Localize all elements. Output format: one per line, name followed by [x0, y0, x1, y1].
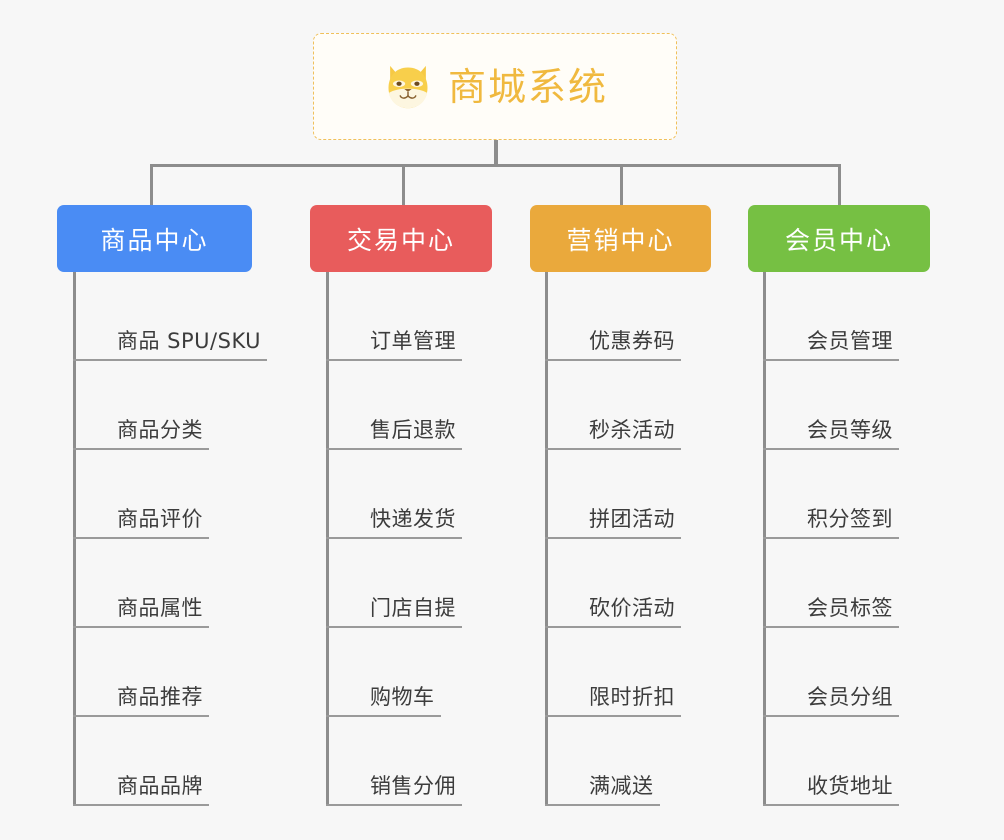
list-item[interactable]: 积分签到 [763, 450, 899, 539]
list-item-label: 会员分组 [807, 684, 893, 709]
list-item[interactable]: 砍价活动 [545, 539, 681, 628]
list-item-label: 门店自提 [370, 595, 456, 620]
list-item[interactable]: 会员分组 [763, 628, 899, 717]
list-item[interactable]: 商品品牌 [73, 717, 209, 806]
branch-spine-0 [73, 272, 76, 806]
list-item[interactable]: 拼团活动 [545, 450, 681, 539]
list-item[interactable]: 门店自提 [326, 539, 462, 628]
branch-box-3[interactable]: 会员中心 [748, 205, 930, 272]
list-item-underline: 商品属性 [73, 595, 209, 628]
list-item[interactable]: 满减送 [545, 717, 660, 806]
list-item-underline: 会员等级 [763, 417, 899, 450]
branch-spine-1 [326, 272, 329, 806]
list-item-label: 商品评价 [117, 506, 203, 531]
list-item[interactable]: 商品推荐 [73, 628, 209, 717]
list-item-underline: 砍价活动 [545, 595, 681, 628]
list-item-label: 秒杀活动 [589, 417, 675, 442]
branch-spine-3 [763, 272, 766, 806]
connector-branch-drop-1 [150, 164, 153, 205]
list-item-label: 会员等级 [807, 417, 893, 442]
list-item[interactable]: 限时折扣 [545, 628, 681, 717]
list-item-underline: 满减送 [545, 773, 660, 806]
list-item-label: 会员标签 [807, 595, 893, 620]
list-item[interactable]: 销售分佣 [326, 717, 462, 806]
list-item-label: 限时折扣 [589, 684, 675, 709]
list-item-underline: 积分签到 [763, 506, 899, 539]
list-item-label: 售后退款 [370, 417, 456, 442]
list-item[interactable]: 订单管理 [326, 272, 462, 361]
connector-horizontal-bus [150, 164, 840, 167]
list-item-underline: 商品分类 [73, 417, 209, 450]
list-item-underline: 拼团活动 [545, 506, 681, 539]
branch-box-label-2: 营销中心 [566, 225, 675, 255]
connector-root-trunk [494, 140, 498, 167]
list-item-underline: 商品 SPU/SKU [73, 328, 268, 361]
list-item-label: 销售分佣 [370, 773, 456, 798]
list-item-label: 优惠券码 [589, 328, 675, 353]
branch-box-0[interactable]: 商品中心 [57, 205, 252, 272]
list-item-underline: 会员分组 [763, 684, 899, 717]
list-item[interactable]: 收货地址 [763, 717, 899, 806]
branch-box-label-1: 交易中心 [346, 225, 455, 255]
connector-branch-drop-3 [620, 164, 623, 205]
list-item-underline: 商品评价 [73, 506, 209, 539]
list-item-underline: 快递发货 [326, 506, 462, 539]
list-item[interactable]: 售后退款 [326, 361, 462, 450]
list-item[interactable]: 快递发货 [326, 450, 462, 539]
list-item[interactable]: 会员管理 [763, 272, 899, 361]
list-item[interactable]: 优惠券码 [545, 272, 681, 361]
list-item-underline: 收货地址 [763, 773, 899, 806]
list-item-underline: 会员管理 [763, 328, 899, 361]
branch-box-label-0: 商品中心 [100, 225, 209, 255]
shiba-dog-icon [382, 61, 434, 113]
list-item-underline: 秒杀活动 [545, 417, 681, 450]
list-item-underline: 优惠券码 [545, 328, 681, 361]
list-item-underline: 购物车 [326, 684, 441, 717]
root-node[interactable]: 商城系统 [313, 33, 677, 140]
list-item[interactable]: 会员标签 [763, 539, 899, 628]
connector-branch-drop-2 [402, 164, 405, 205]
list-item[interactable]: 商品 SPU/SKU [73, 272, 268, 361]
connector-branch-drop-4 [838, 164, 841, 205]
list-item-underline: 门店自提 [326, 595, 462, 628]
list-item-underline: 会员标签 [763, 595, 899, 628]
branch-spine-2 [545, 272, 548, 806]
list-item-underline: 商品推荐 [73, 684, 209, 717]
list-item[interactable]: 商品分类 [73, 361, 209, 450]
branch-box-2[interactable]: 营销中心 [530, 205, 711, 272]
list-item-label: 会员管理 [807, 328, 893, 353]
list-item-label: 商品属性 [117, 595, 203, 620]
list-item-underline: 订单管理 [326, 328, 462, 361]
list-item[interactable]: 商品属性 [73, 539, 209, 628]
list-item-label: 商品品牌 [117, 773, 203, 798]
list-item-underline: 销售分佣 [326, 773, 462, 806]
list-item-label: 商品推荐 [117, 684, 203, 709]
list-item[interactable]: 商品评价 [73, 450, 209, 539]
list-item[interactable]: 会员等级 [763, 361, 899, 450]
root-title: 商城系统 [447, 64, 608, 109]
list-item[interactable]: 秒杀活动 [545, 361, 681, 450]
list-item-label: 购物车 [370, 684, 435, 709]
list-item[interactable]: 购物车 [326, 628, 441, 717]
list-item-label: 拼团活动 [589, 506, 675, 531]
list-item-label: 砍价活动 [589, 595, 675, 620]
list-item-underline: 售后退款 [326, 417, 462, 450]
branch-box-label-3: 会员中心 [784, 225, 893, 255]
list-item-underline: 限时折扣 [545, 684, 681, 717]
list-item-underline: 商品品牌 [73, 773, 209, 806]
branch-box-1[interactable]: 交易中心 [310, 205, 492, 272]
list-item-label: 商品 SPU/SKU [117, 328, 262, 353]
list-item-label: 收货地址 [807, 773, 893, 798]
list-item-label: 订单管理 [370, 328, 456, 353]
list-item-label: 积分签到 [807, 506, 893, 531]
list-item-label: 满减送 [589, 773, 654, 798]
list-item-label: 商品分类 [117, 417, 203, 442]
list-item-label: 快递发货 [370, 506, 456, 531]
